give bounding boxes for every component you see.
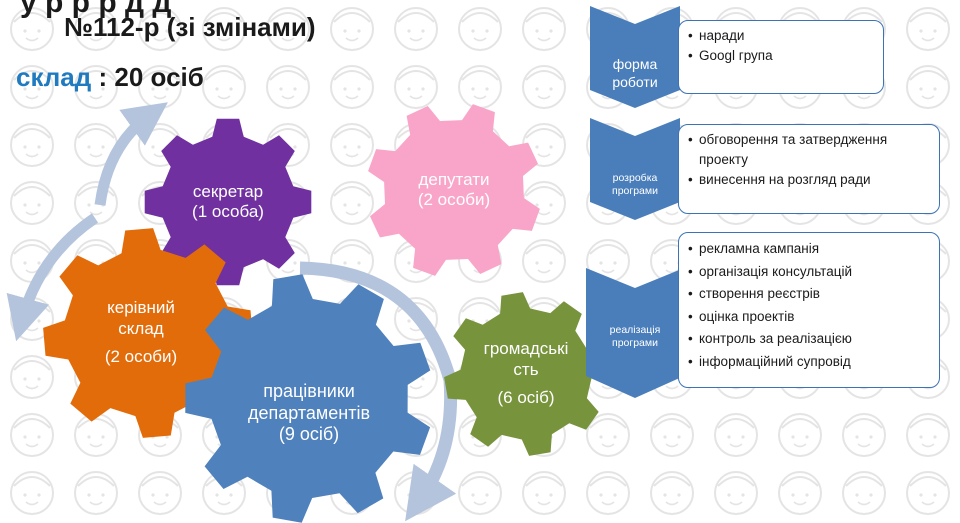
chevron-develop — [590, 118, 680, 220]
gear-departments-shape — [185, 274, 431, 523]
gear-deputies: депутати (2 особи) — [362, 102, 546, 278]
gear-community-shape — [444, 292, 608, 456]
gear-secretary-label: секретар — [192, 181, 264, 201]
gear-leadership-label: керівний — [107, 298, 175, 318]
chevron-form-label: форма роботи — [612, 56, 658, 90]
panel-implement-item: організація консультацій — [688, 261, 931, 284]
panel-implement-item: створення реєстрів — [688, 283, 931, 306]
gear-community-label-2: сть — [513, 359, 539, 379]
gear-departments-label: працівники — [263, 381, 355, 402]
gear-departments-count: (9 осіб) — [278, 424, 340, 445]
gear-departments: працівники департаментів (9 осіб) — [183, 274, 435, 523]
chevron-implement-label: реалізація програми — [609, 324, 661, 350]
panel-develop-item: винесення на розгляд ради — [688, 170, 931, 190]
panel-develop: обговорення та затвердження проекту вине… — [678, 124, 940, 214]
chevron-implement — [586, 268, 684, 398]
cycle-arrow-upper — [94, 102, 168, 206]
panel-implement-item: рекламна кампанія — [688, 238, 931, 261]
order-number-title: №112-р (зі змінами) — [64, 12, 316, 42]
panel-form-item: наради — [688, 26, 875, 46]
gear-deputies-count: (2 особи) — [417, 190, 491, 209]
gear-departments-label-2: департаментів — [247, 402, 371, 423]
gear-deputies-shape — [368, 104, 540, 276]
panel-form-item: Googl група — [688, 46, 875, 66]
panel-implement-item: інформаційний супровід — [688, 351, 931, 374]
title-top-line: у р р р д д — [20, 0, 172, 19]
panel-implement-item: оцінка проектів — [688, 306, 931, 329]
cycle-arrow-right — [299, 261, 458, 522]
cycle-arrow-left — [6, 213, 99, 342]
gear-community-count: (6 осіб) — [497, 388, 555, 408]
panel-develop-item: обговорення та затвердження проекту — [688, 130, 931, 170]
gear-secretary-shape — [144, 118, 312, 286]
gear-leadership-count: (2 особи) — [104, 347, 178, 367]
composition-label: склад : 20 осіб — [16, 62, 204, 93]
gear-community: громадські сть (6 осіб) — [440, 292, 612, 456]
panel-form: наради Googl група — [678, 20, 884, 94]
gear-deputies-label: депутати — [418, 169, 490, 189]
gear-leadership-label-2: склад — [118, 318, 164, 338]
composition-word: склад — [16, 62, 92, 92]
chevron-form — [590, 6, 680, 108]
panel-implement-item: контроль за реалізацією — [688, 328, 931, 351]
gear-community-label: громадські — [483, 339, 569, 359]
composition-count: : 20 осіб — [91, 62, 204, 92]
chevron-develop-label: розробка програми — [612, 172, 658, 198]
panel-implement: рекламна кампанія організація консультац… — [678, 232, 940, 388]
gear-secretary: секретар (1 особа) — [140, 118, 316, 286]
gear-secretary-count: (1 особа) — [192, 202, 264, 221]
